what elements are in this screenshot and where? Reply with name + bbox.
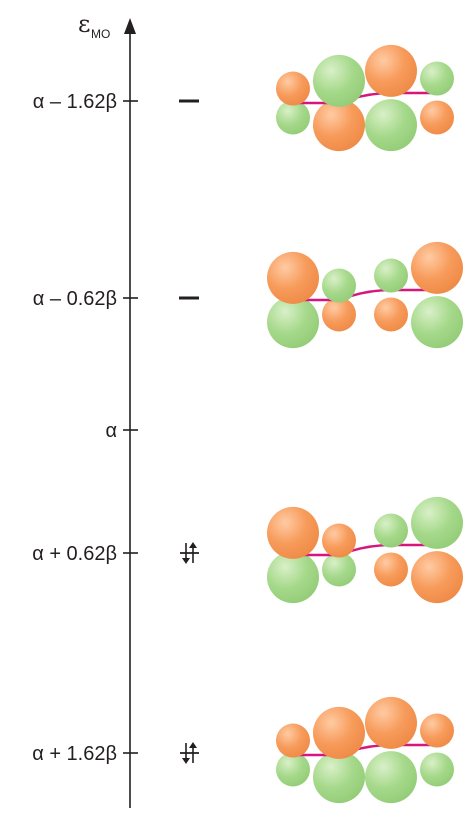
- orbital-lobe-bottom: [365, 99, 417, 152]
- orbital-lobe-top: [411, 241, 463, 294]
- orbital-lobe-top: [322, 523, 356, 558]
- axis-arrowhead: [124, 18, 136, 34]
- orbital-lobe-top: [313, 706, 365, 759]
- orbital-lobe-top: [374, 258, 408, 293]
- orbital-lobe-bottom: [267, 296, 319, 349]
- electron-pair-icon: [180, 742, 199, 764]
- axis-subscript: MO: [91, 27, 110, 41]
- levels-layer: α – 1.62β α – 0.62β α α + 0.62β α + 1.62β: [32, 91, 199, 765]
- orbital-lobe-bottom: [411, 296, 463, 349]
- orbital-lobe-top: [374, 513, 408, 548]
- orbital-lobe-bottom: [313, 99, 365, 152]
- orbital-lobe-bottom: [374, 552, 408, 587]
- orbital-lobe-top: [411, 496, 463, 549]
- butadiene-bond: [289, 743, 441, 757]
- orbital-lobe-top: [322, 268, 356, 303]
- orbital-lobe-top: [267, 251, 319, 304]
- energy-label: α + 0.62β: [32, 543, 117, 565]
- energy-label: α + 1.62β: [32, 743, 117, 765]
- orbital-lobe-bottom: [313, 751, 365, 804]
- orbital-lobe-bottom: [322, 297, 356, 332]
- butadiene-bond: [289, 91, 441, 105]
- orbitals-layer: [267, 44, 463, 804]
- energy-label: α: [105, 420, 117, 442]
- orbital-lobe-bottom: [411, 551, 463, 604]
- orbital-lobe-bottom: [420, 100, 454, 135]
- orbital-lobe-top: [365, 44, 417, 97]
- orbital-lobe-top: [276, 71, 310, 106]
- orbital-lobe-bottom: [420, 752, 454, 787]
- energy-label: α – 0.62β: [33, 288, 117, 310]
- orbital-lobe-bottom: [276, 100, 310, 135]
- orbital-lobe-top: [313, 54, 365, 107]
- orbital-lobe-bottom: [374, 297, 408, 332]
- orbital-lobe-bottom: [267, 551, 319, 604]
- orbital-lobe-top: [276, 723, 310, 758]
- energy-label: α – 1.62β: [33, 91, 117, 113]
- orbital-lobe-bottom: [322, 552, 356, 587]
- electron-pair-icon: [180, 542, 199, 564]
- orbital-lobe-top: [420, 713, 454, 748]
- orbital-lobe-top: [267, 506, 319, 559]
- axis-symbol: ε: [78, 10, 90, 38]
- orbital-lobe-bottom: [276, 752, 310, 787]
- orbital-lobe-bottom: [365, 751, 417, 804]
- orbital-lobe-top: [365, 696, 417, 749]
- orbital-lobe-top: [420, 61, 454, 96]
